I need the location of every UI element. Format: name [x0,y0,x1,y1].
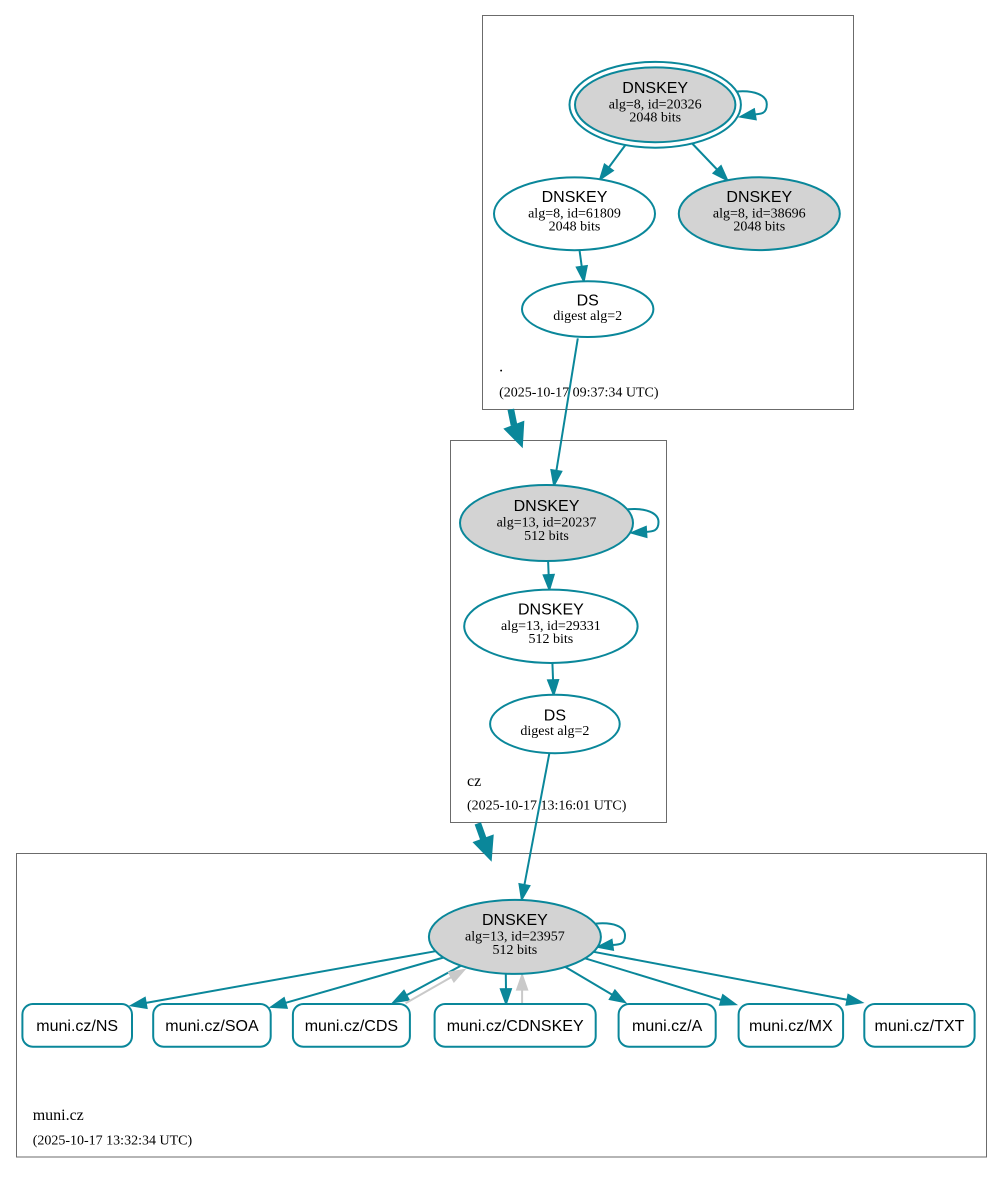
svg-text:DNSKEY: DNSKEY [482,912,548,929]
svg-text:muni.cz: muni.cz [33,1107,84,1124]
svg-text:DS: DS [544,708,566,725]
svg-text:(2025-10-17 13:16:01 UTC): (2025-10-17 13:16:01 UTC) [467,798,627,813]
svg-text:digest alg=2: digest alg=2 [520,724,589,739]
svg-text:alg=8, id=61809: alg=8, id=61809 [528,206,621,221]
svg-text:alg=13, id=23957: alg=13, id=23957 [465,930,565,945]
svg-text:DNSKEY: DNSKEY [514,498,580,515]
svg-text:(2025-10-17 13:32:34 UTC): (2025-10-17 13:32:34 UTC) [33,1134,193,1149]
svg-text:muni.cz/TXT: muni.cz/TXT [875,1018,965,1035]
svg-text:muni.cz/MX: muni.cz/MX [749,1018,833,1035]
svg-text:DS: DS [577,293,599,310]
svg-text:2048 bits: 2048 bits [733,220,785,235]
svg-text:512 bits: 512 bits [493,943,538,958]
svg-text:alg=8, id=20326: alg=8, id=20326 [609,97,702,112]
svg-text:2048 bits: 2048 bits [549,220,601,235]
svg-text:DNSKEY: DNSKEY [622,80,688,97]
svg-text:512 bits: 512 bits [529,632,574,647]
svg-text:.: . [499,359,503,376]
svg-text:digest alg=2: digest alg=2 [553,309,622,324]
svg-text:cz: cz [467,773,481,790]
svg-text:muni.cz/CDS: muni.cz/CDS [305,1018,398,1035]
svg-text:512 bits: 512 bits [524,529,569,544]
svg-text:muni.cz/CDNSKEY: muni.cz/CDNSKEY [447,1018,584,1035]
svg-text:alg=8, id=38696: alg=8, id=38696 [713,206,806,221]
svg-text:muni.cz/A: muni.cz/A [632,1018,703,1035]
svg-text:DNSKEY: DNSKEY [542,189,608,206]
svg-text:muni.cz/NS: muni.cz/NS [36,1018,118,1035]
svg-text:(2025-10-17 09:37:34 UTC): (2025-10-17 09:37:34 UTC) [499,385,659,400]
svg-text:DNSKEY: DNSKEY [726,189,792,206]
svg-text:alg=13, id=29331: alg=13, id=29331 [501,619,601,634]
svg-text:DNSKEY: DNSKEY [518,602,584,619]
svg-text:2048 bits: 2048 bits [629,111,681,126]
svg-text:alg=13, id=20237: alg=13, id=20237 [497,516,597,531]
svg-text:muni.cz/SOA: muni.cz/SOA [165,1018,259,1035]
